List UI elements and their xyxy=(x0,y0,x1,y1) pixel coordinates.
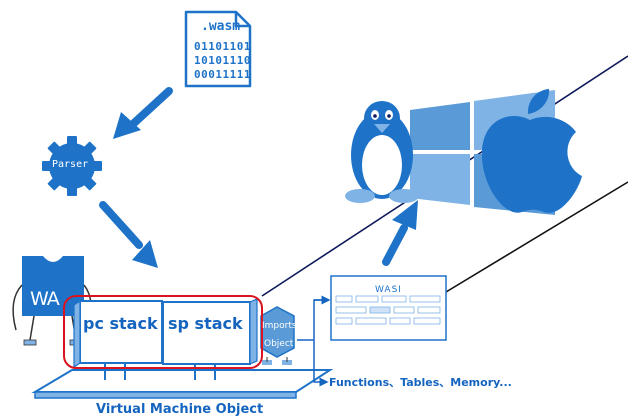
sp-stack-box xyxy=(162,298,258,365)
vm-platform xyxy=(31,362,334,399)
highlight-box xyxy=(63,295,263,369)
wasi-panel xyxy=(330,275,447,341)
vm-caption: Virtual Machine Object xyxy=(96,402,264,417)
binary-line: 00011111 xyxy=(194,68,251,81)
binary-line: 01101101 xyxy=(194,40,251,53)
arrow-to-vm xyxy=(99,201,158,268)
pc-stack-label: pc stack xyxy=(83,314,158,333)
sp-stack-label: sp stack xyxy=(168,314,243,333)
imports-label: Imports xyxy=(262,321,297,331)
wasm-file-icon xyxy=(184,10,252,88)
connector-line-lower xyxy=(445,181,628,293)
parser-gear-icon xyxy=(42,136,102,196)
pc-stack-box xyxy=(73,299,163,369)
arrow-to-os xyxy=(382,200,418,266)
wasm-file-extension: .wasm xyxy=(201,19,241,34)
wa-logo-text: WA xyxy=(30,288,60,310)
exports-caption: Functions、Tables、Memory... xyxy=(329,376,512,389)
apple-logo-icon xyxy=(481,89,582,213)
wasm-binary-content: 01101101 10101110 00011111 xyxy=(194,40,251,82)
arrow-to-parser xyxy=(113,87,173,139)
exports-bracket xyxy=(297,295,331,387)
object-label: Object xyxy=(264,339,294,349)
binary-line: 10101110 xyxy=(194,54,251,67)
parser-label: Parser xyxy=(52,159,89,170)
imports-object-hexagon xyxy=(260,306,295,365)
linux-penguin-icon xyxy=(345,101,419,203)
wasi-title: WASI xyxy=(375,285,402,295)
